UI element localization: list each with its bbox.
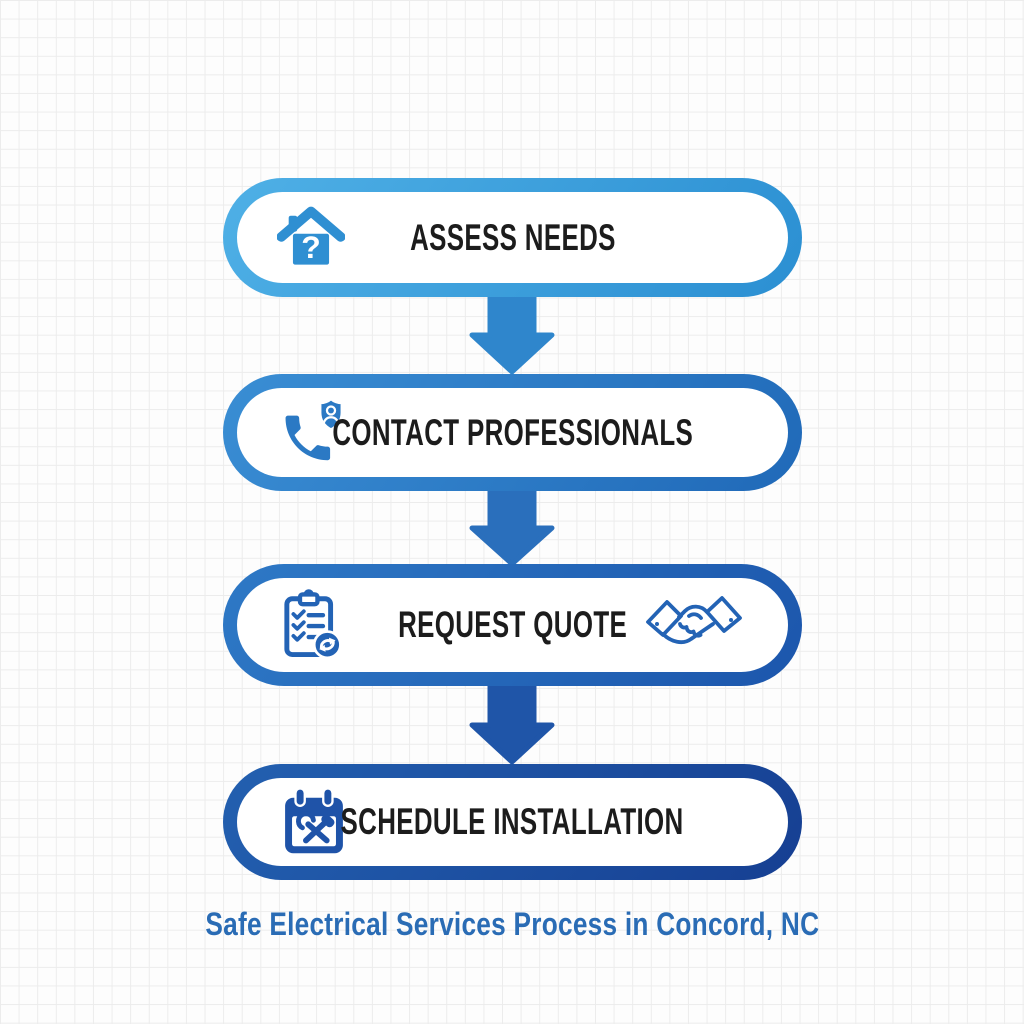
step-label-schedule-installation: SCHEDULE INSTALLATION	[340, 801, 685, 842]
step-schedule-installation: SCHEDULE INSTALLATION	[223, 764, 802, 880]
calendar-tools-icon	[277, 785, 351, 859]
step-label-contact-professionals: CONTACT PROFESSIONALS	[332, 411, 693, 453]
handshake-icon	[644, 591, 744, 659]
step-assess-needs-body: ? ASSESS NEEDS	[237, 192, 788, 283]
house-question-icon: ?	[276, 203, 346, 273]
step-contact-professionals: CONTACT PROFESSIONALS	[223, 374, 802, 491]
step-assess-needs: ? ASSESS NEEDS	[223, 178, 802, 297]
clipboard-checklist-sync-icon	[277, 587, 347, 663]
step-request-quote-body: REQUEST QUOTE	[237, 578, 788, 672]
step-contact-professionals-body: CONTACT PROFESSIONALS	[237, 388, 788, 477]
caption-row: Safe Electrical Services Process in Conc…	[0, 906, 1024, 943]
step-request-quote: REQUEST QUOTE	[223, 564, 802, 686]
step-label-assess-needs: ASSESS NEEDS	[409, 216, 616, 258]
down-arrow-icon	[469, 289, 555, 375]
step-schedule-installation-body: SCHEDULE INSTALLATION	[237, 778, 788, 866]
infographic-caption: Safe Electrical Services Process in Conc…	[205, 906, 819, 942]
phone-shield-user-icon	[277, 397, 349, 469]
down-arrow-icon	[469, 679, 555, 765]
svg-text:?: ?	[301, 229, 320, 265]
step-label-request-quote: REQUEST QUOTE	[397, 604, 628, 645]
down-arrow-icon	[469, 483, 555, 567]
